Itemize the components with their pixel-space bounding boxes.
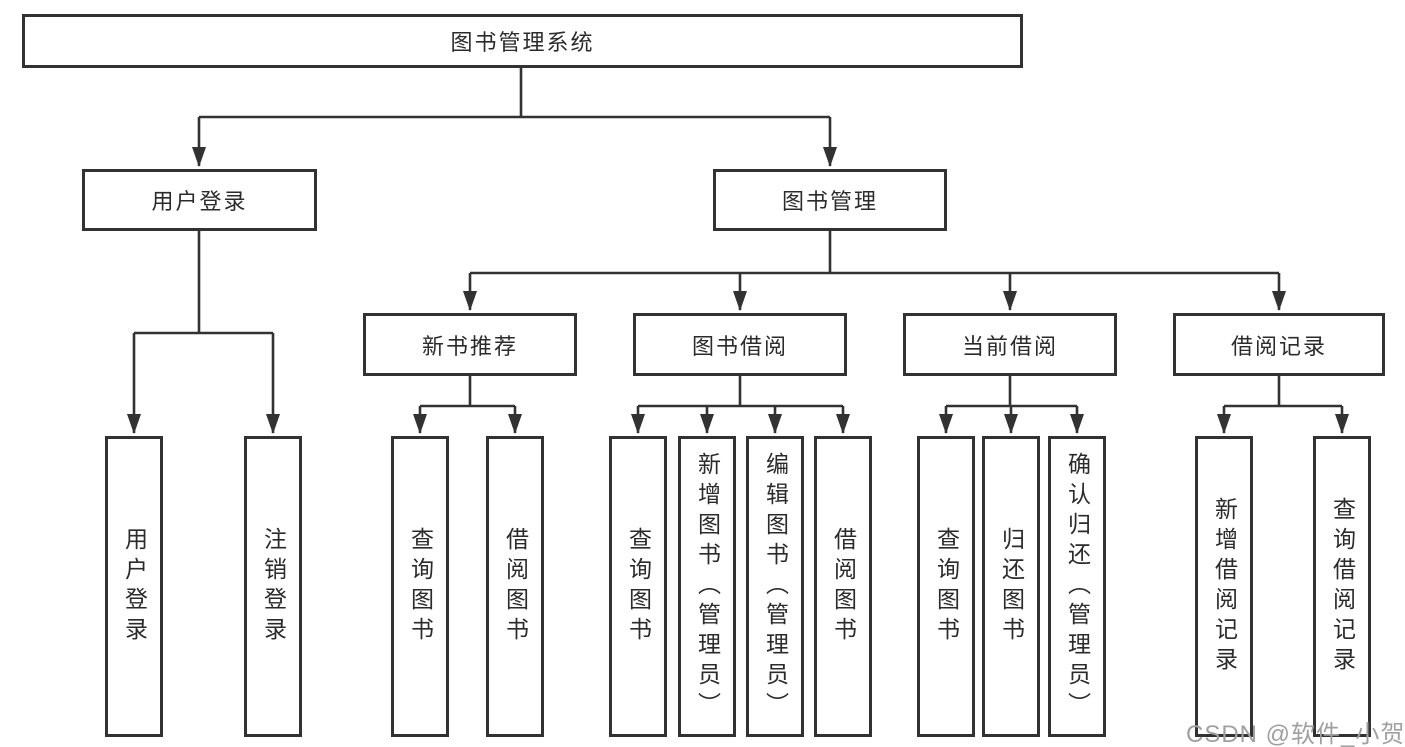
connectors-book-borrow: [631, 376, 850, 434]
leaf-logout: 注销登录: [244, 436, 302, 737]
connectors-root: [192, 68, 837, 167]
leaf-confirm-return-admin: 确认归还（管理员）: [1048, 436, 1106, 737]
connectors-current-borrow: [939, 376, 1084, 434]
node-current-borrow: 当前借阅: [903, 313, 1117, 376]
node-root: 图书管理系统: [22, 14, 1023, 68]
leaf-query-books-rec-label: 查询图书: [407, 526, 434, 647]
node-book-borrow: 图书借阅: [633, 313, 847, 376]
node-book-mgmt: 图书管理: [713, 169, 947, 231]
node-user-login: 用户登录: [82, 169, 317, 231]
leaf-add-book-admin: 新增图书（管理员）: [678, 436, 736, 737]
connectors-user-login: [127, 231, 280, 434]
leaf-borrow-books: 借阅图书: [814, 436, 872, 737]
node-borrow-records: 借阅记录: [1173, 313, 1385, 376]
node-current-borrow-label: 当前借阅: [961, 333, 1058, 359]
node-borrow-records-label: 借阅记录: [1230, 333, 1327, 359]
node-book-mgmt-label: 图书管理: [781, 189, 878, 214]
leaf-edit-book-admin: 编辑图书（管理员）: [746, 436, 804, 737]
leaf-edit-book-admin-label: 编辑图书（管理员）: [762, 451, 789, 722]
leaf-return-book-label: 归还图书: [998, 526, 1025, 647]
leaf-query-borrow-record: 查询借阅记录: [1313, 436, 1371, 737]
node-root-label: 图书管理系统: [450, 30, 595, 55]
node-user-login-label: 用户登录: [151, 189, 248, 214]
leaf-query-books-borrow-label: 查询图书: [625, 526, 652, 647]
leaf-query-books-rec: 查询图书: [391, 436, 449, 737]
leaf-borrow-books-label: 借阅图书: [830, 526, 857, 647]
leaf-add-borrow-record-label: 新增借阅记录: [1211, 496, 1238, 677]
leaf-add-borrow-record: 新增借阅记录: [1195, 436, 1253, 737]
leaf-query-books-current: 查询图书: [917, 436, 975, 737]
leaf-logout-label: 注销登录: [260, 526, 287, 647]
node-book-borrow-label: 图书借阅: [691, 333, 788, 359]
connectors-new-book-rec: [413, 376, 522, 434]
connectors-borrow-records: [1217, 376, 1349, 434]
leaf-query-books-current-label: 查询图书: [933, 526, 960, 647]
leaf-return-book: 归还图书: [982, 436, 1040, 737]
node-new-book-rec: 新书推荐: [363, 313, 577, 376]
watermark: CSDN @软件_小贺同学: [1186, 721, 1405, 747]
connectors-book-mgmt: [463, 231, 1286, 311]
leaf-add-book-admin-label: 新增图书（管理员）: [694, 451, 721, 722]
leaf-confirm-return-admin-label: 确认归还（管理员）: [1064, 451, 1091, 722]
node-new-book-rec-label: 新书推荐: [421, 333, 518, 359]
leaf-borrow-books-rec-label: 借阅图书: [502, 526, 529, 647]
leaf-user-login-label: 用户登录: [121, 526, 148, 647]
leaf-query-borrow-record-label: 查询借阅记录: [1329, 496, 1356, 677]
leaf-borrow-books-rec: 借阅图书: [486, 436, 544, 737]
leaf-user-login: 用户登录: [105, 436, 163, 737]
leaf-query-books-borrow: 查询图书: [609, 436, 667, 737]
